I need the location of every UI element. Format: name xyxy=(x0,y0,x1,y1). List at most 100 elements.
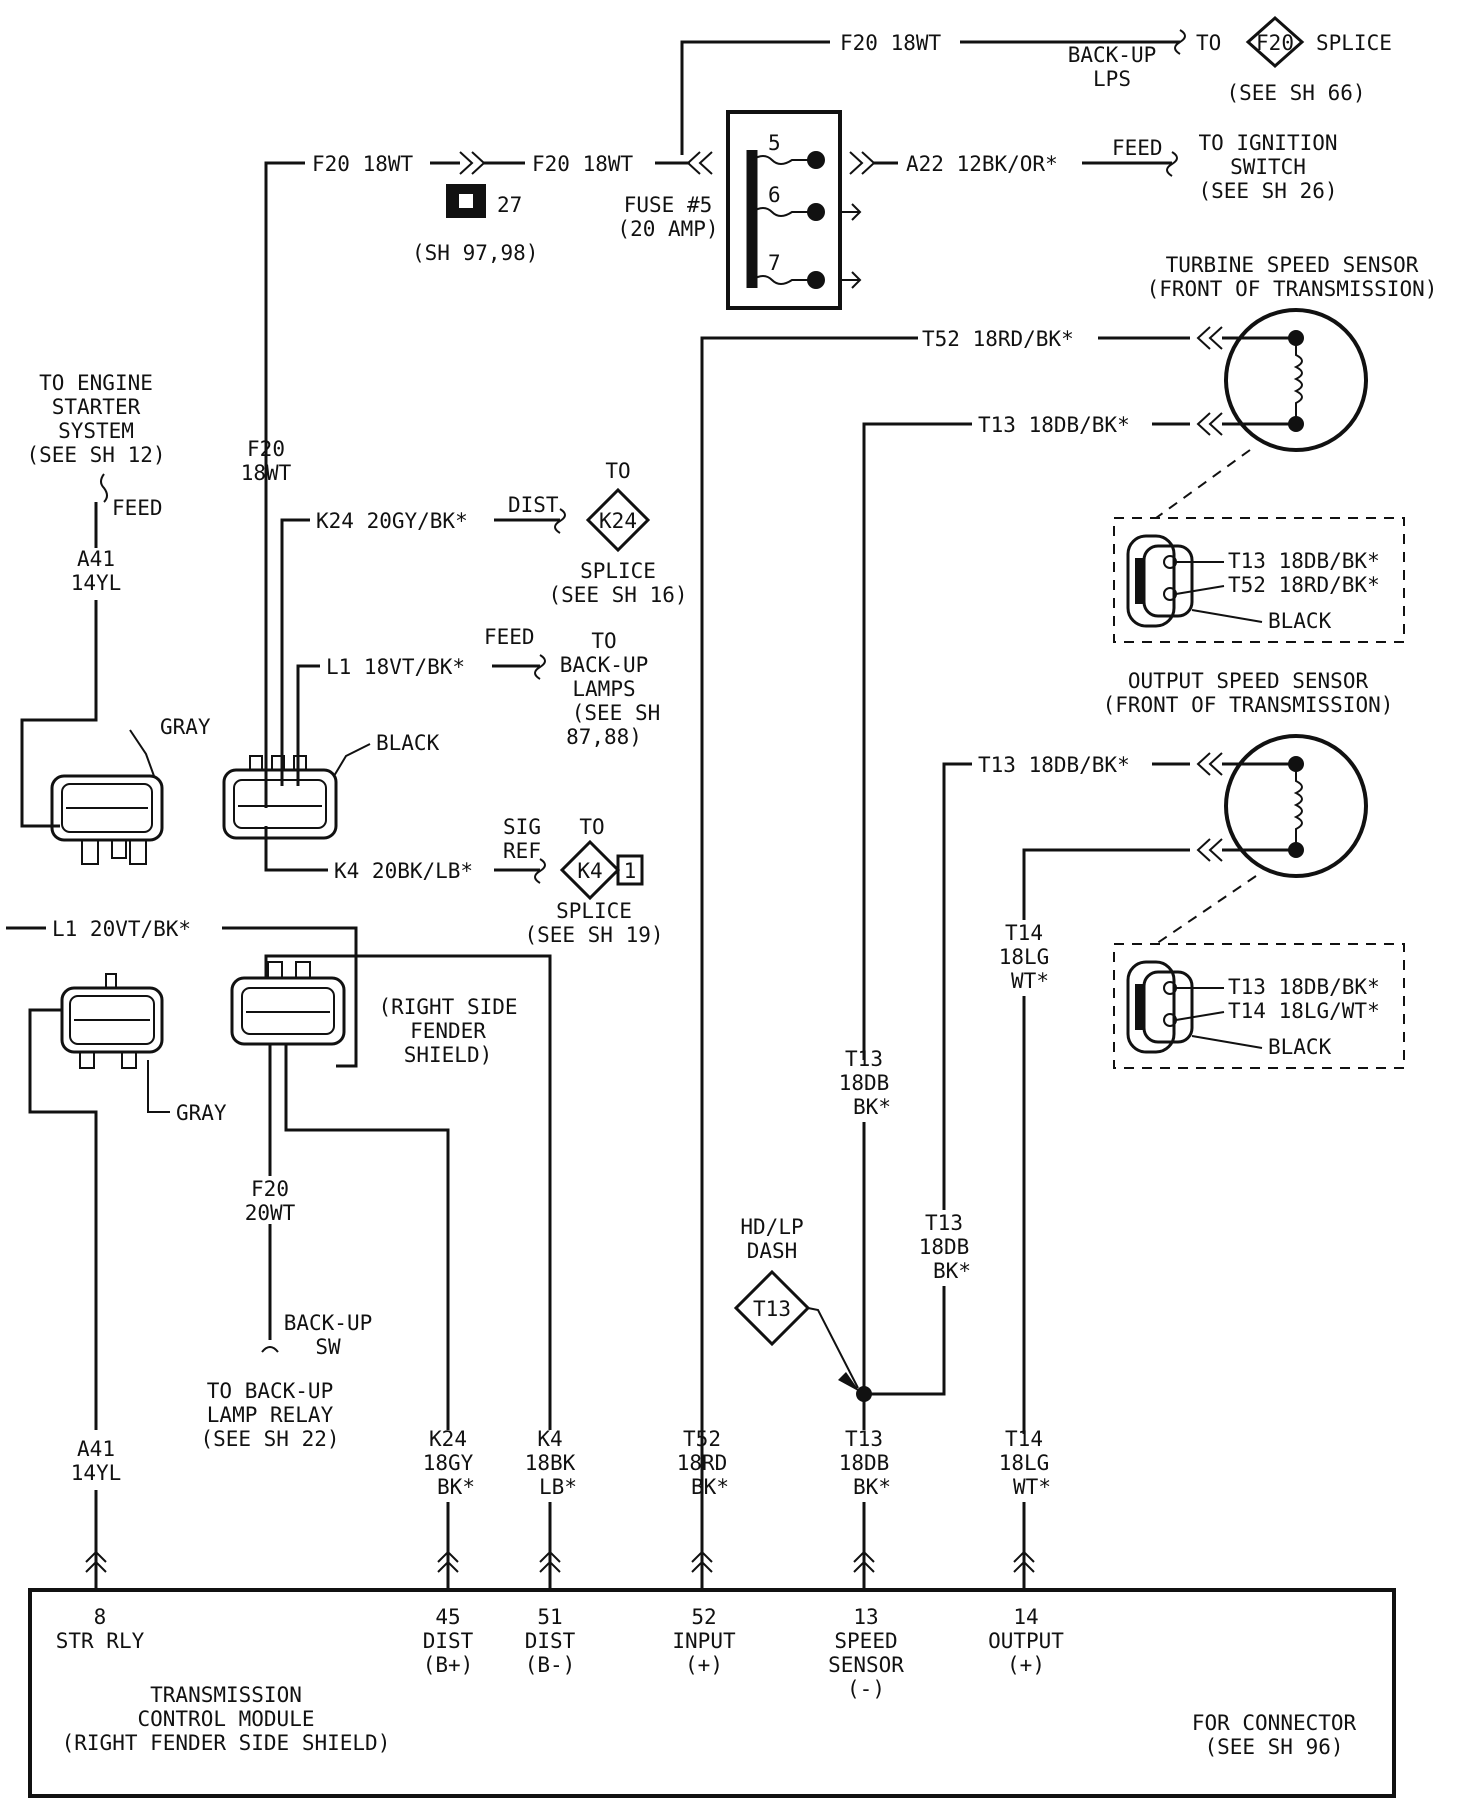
gray-2-label: GRAY xyxy=(176,1101,227,1125)
fuse-box xyxy=(726,110,842,310)
to-backup-3: LAMPS xyxy=(572,677,635,701)
to-label: TO xyxy=(1196,31,1221,55)
turbine-title-1: TURBINE SPEED SENSOR xyxy=(1166,253,1419,277)
black-connector xyxy=(222,768,338,840)
tcm-pin51-3: (B-) xyxy=(525,1653,576,1677)
connector-27-label: 27 xyxy=(497,193,522,217)
engine-1: TO ENGINE xyxy=(39,371,153,395)
f20-splice-diamond xyxy=(1245,15,1305,69)
tcm-pin45-2: DIST xyxy=(423,1629,474,1653)
backup-sw-break-mark xyxy=(261,1346,279,1353)
k24-splice-diamond xyxy=(585,487,651,553)
to-backup-2: BACK-UP xyxy=(560,653,649,677)
bw-k4-2: 18BK xyxy=(525,1451,576,1475)
pin45-chevron xyxy=(437,1550,459,1573)
output-sensor-circle xyxy=(1224,734,1368,878)
f20-break-mark xyxy=(1174,29,1186,55)
pin8-chevron xyxy=(85,1550,107,1573)
turbine-conn-t13: T13 18DB/BK* xyxy=(1228,549,1380,573)
bottom-wire-labels: A41 14YL K24 18GY BK* K4 18BK LB* T52 18… xyxy=(71,1427,1051,1499)
fuse7-out-arrow xyxy=(840,271,862,289)
right-side-2: FENDER xyxy=(410,1019,486,1043)
engine-feed: FEED xyxy=(112,496,163,520)
gray-1-leader xyxy=(129,729,155,777)
tcm-pin52-1: 52 xyxy=(691,1605,716,1629)
k24-wire xyxy=(280,518,310,786)
f20-top-label: F20 18WT xyxy=(840,31,942,55)
k24-dist: DIST xyxy=(508,493,559,517)
f20-top-wire xyxy=(680,40,830,155)
sig-ref-1: SIG xyxy=(503,815,541,839)
fuse5-link xyxy=(751,155,814,165)
a22-break-mark xyxy=(1166,151,1178,177)
to-ign-2: SWITCH xyxy=(1230,155,1306,179)
pin14-chevron xyxy=(1013,1550,1035,1573)
f20-20-1: F20 xyxy=(251,1177,289,1201)
k4-box-label: 1 xyxy=(624,859,637,883)
bw-t14-3: WT* xyxy=(1013,1475,1051,1499)
to-ign-1: TO IGNITION xyxy=(1198,131,1337,155)
bw-k4-1: K4 xyxy=(537,1427,562,1451)
turbine-conn-face xyxy=(1142,544,1194,618)
bw-t52-3: BK* xyxy=(691,1475,729,1499)
tcm-pin13-4: (-) xyxy=(847,1677,885,1701)
tcm-pin52-3: (+) xyxy=(685,1653,723,1677)
a41-top-2: 14YL xyxy=(71,571,122,595)
l1-20-wire-right xyxy=(222,926,358,1068)
turbine-black: BLACK xyxy=(1268,609,1332,633)
t13-turbine-label: T13 18DB/BK* xyxy=(978,413,1130,437)
splice-label: SPLICE xyxy=(1316,31,1392,55)
t13-diamond-label: T13 xyxy=(753,1297,791,1321)
lamp-relay-2: LAMP RELAY xyxy=(207,1403,334,1427)
k24-break-mark xyxy=(554,508,566,534)
t13-mid2-3: BK* xyxy=(933,1259,971,1283)
fuse5-terminal xyxy=(807,151,825,169)
fuse7-link xyxy=(751,275,814,285)
tcm-name-1: TRANSMISSION xyxy=(150,1683,302,1707)
fuse-label-1: FUSE #5 xyxy=(624,193,713,217)
see-sh66: (SEE SH 66) xyxy=(1226,81,1365,105)
output-t13-connector xyxy=(1196,752,1223,776)
gray-connector-1-face xyxy=(61,783,153,833)
pin51-chevron xyxy=(539,1550,561,1573)
t13-splice-diamond xyxy=(733,1269,811,1347)
tcm-pin51-1: 51 xyxy=(537,1605,562,1629)
l1-wire xyxy=(296,664,320,786)
tcm-box xyxy=(28,1588,1396,1798)
output-conn-t13: T13 18DB/BK* xyxy=(1228,975,1380,999)
turbine-sensor-circle xyxy=(1224,308,1368,452)
tcm-name-2: CONTROL MODULE xyxy=(137,1707,314,1731)
turbine-conn-latch xyxy=(1135,558,1143,604)
bw-a41-1: A41 xyxy=(77,1437,115,1461)
output-t14-connector xyxy=(1196,838,1223,862)
t13-mid2-1: T13 xyxy=(925,1211,963,1235)
output-title-1: OUTPUT SPEED SENSOR xyxy=(1128,669,1369,693)
gray-1-label: GRAY xyxy=(160,715,211,739)
tcm-pin52-2: INPUT xyxy=(672,1629,736,1653)
gray-connector-1-tabs xyxy=(81,840,147,865)
bw-t52-2: 18RD xyxy=(677,1451,728,1475)
tcm-pin8-1: 8 xyxy=(94,1605,107,1629)
t13-output-wire xyxy=(942,762,972,1210)
backup-lps-line2: LPS xyxy=(1093,67,1131,91)
output-black-leader xyxy=(1191,1035,1263,1049)
fuse-connector-arrows xyxy=(686,151,713,175)
turbine-conn-box xyxy=(1113,517,1405,643)
bw-t52-1: T52 xyxy=(683,1427,721,1451)
t13-mid-1: T13 xyxy=(845,1047,883,1071)
tcm-pin45-1: 45 xyxy=(435,1605,460,1629)
engine-3: SYSTEM xyxy=(58,419,134,443)
k4-splice-1: SPLICE xyxy=(556,899,632,923)
lamp-relay-1: TO BACK-UP xyxy=(207,1379,333,1403)
a22-feed: FEED xyxy=(1112,136,1163,160)
gray-connector-2 xyxy=(60,986,164,1054)
output-coil xyxy=(1293,764,1303,850)
right-side-1: (RIGHT SIDE xyxy=(378,995,517,1019)
l1-20-label: L1 20VT/BK* xyxy=(52,917,191,941)
t14-vert-1: T14 xyxy=(1005,921,1043,945)
output-conn-leads xyxy=(1175,987,1225,1021)
tcm-name-3: (RIGHT FENDER SIDE SHIELD) xyxy=(62,1731,391,1755)
gray-connector-2-tabs xyxy=(79,973,137,1069)
turbine-black-leader xyxy=(1191,609,1263,623)
